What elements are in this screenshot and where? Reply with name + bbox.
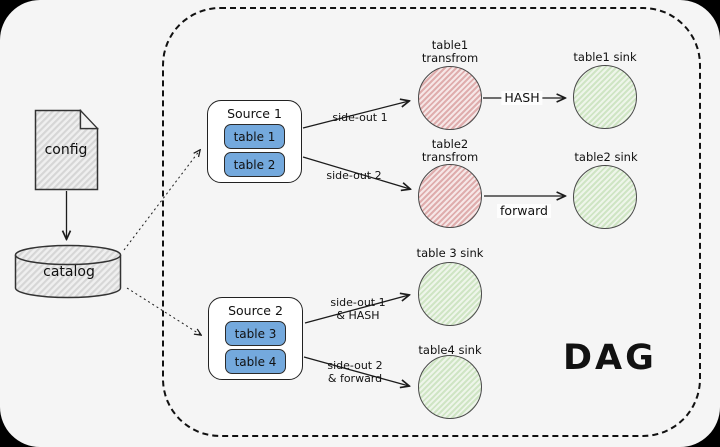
label-line: & HASH [336,308,380,322]
source1-box: Source 1 table 1 table 2 [207,100,302,183]
dag-boundary [162,7,701,437]
label-table2-sink: table2 sink [574,150,638,164]
arrow-source2-sideout2 [303,356,409,386]
node-table1-sink [573,65,637,129]
label-line: & forward [327,371,383,385]
label-table3-sink: table 3 sink [416,246,484,260]
catalog-cylinder-icon [14,244,122,299]
label-table1-sink: table1 sink [573,50,637,64]
label-side-out-1-hash: side-out 1 & HASH [330,296,386,322]
source1-table2-chip: table 2 [224,152,285,177]
label-side-out-1: side-out 1 [332,111,388,124]
arrow-source2-sideout1 [304,295,409,324]
node-table3-sink [418,262,482,326]
label-line: table1 [431,38,469,52]
label-side-out-2-forward: side-out 2 & forward [327,359,383,385]
label-table4-sink: table4 sink [418,343,482,357]
label-hash: HASH [501,90,543,106]
source2-box: Source 2 table 3 table 4 [208,297,303,380]
source1-title: Source 1 [227,106,282,121]
node-table4-sink [418,355,482,419]
node-table2-transform [418,164,482,228]
config-label: config [44,142,88,158]
label-line: side-out 2 [327,359,383,372]
arrow-catalog-to-source1 [123,150,200,251]
label-line: transfrom [421,50,479,65]
node-table2-sink [573,165,637,229]
source2-table3-chip: table 3 [225,321,286,346]
source1-table1-chip: table 1 [224,124,285,149]
arrow-source1-sideout2 [302,156,410,189]
label-line: transfrom [421,149,479,164]
label-table1-transform: table1 transfrom [422,39,478,65]
label-forward: forward [497,203,551,219]
label-line: side-out 1 [330,296,386,309]
label-table2-transform: table2 transfrom [422,138,478,164]
label-line: table2 [431,137,469,151]
arrow-source1-sideout1 [302,101,409,129]
config-document-icon [34,108,100,191]
source2-table4-chip: table 4 [225,349,286,374]
dag-title: DAG [563,338,657,378]
label-side-out-2: side-out 2 [326,169,382,182]
catalog-label: catalog [43,264,95,280]
node-table1-transform [418,66,482,130]
source2-title: Source 2 [228,303,283,318]
